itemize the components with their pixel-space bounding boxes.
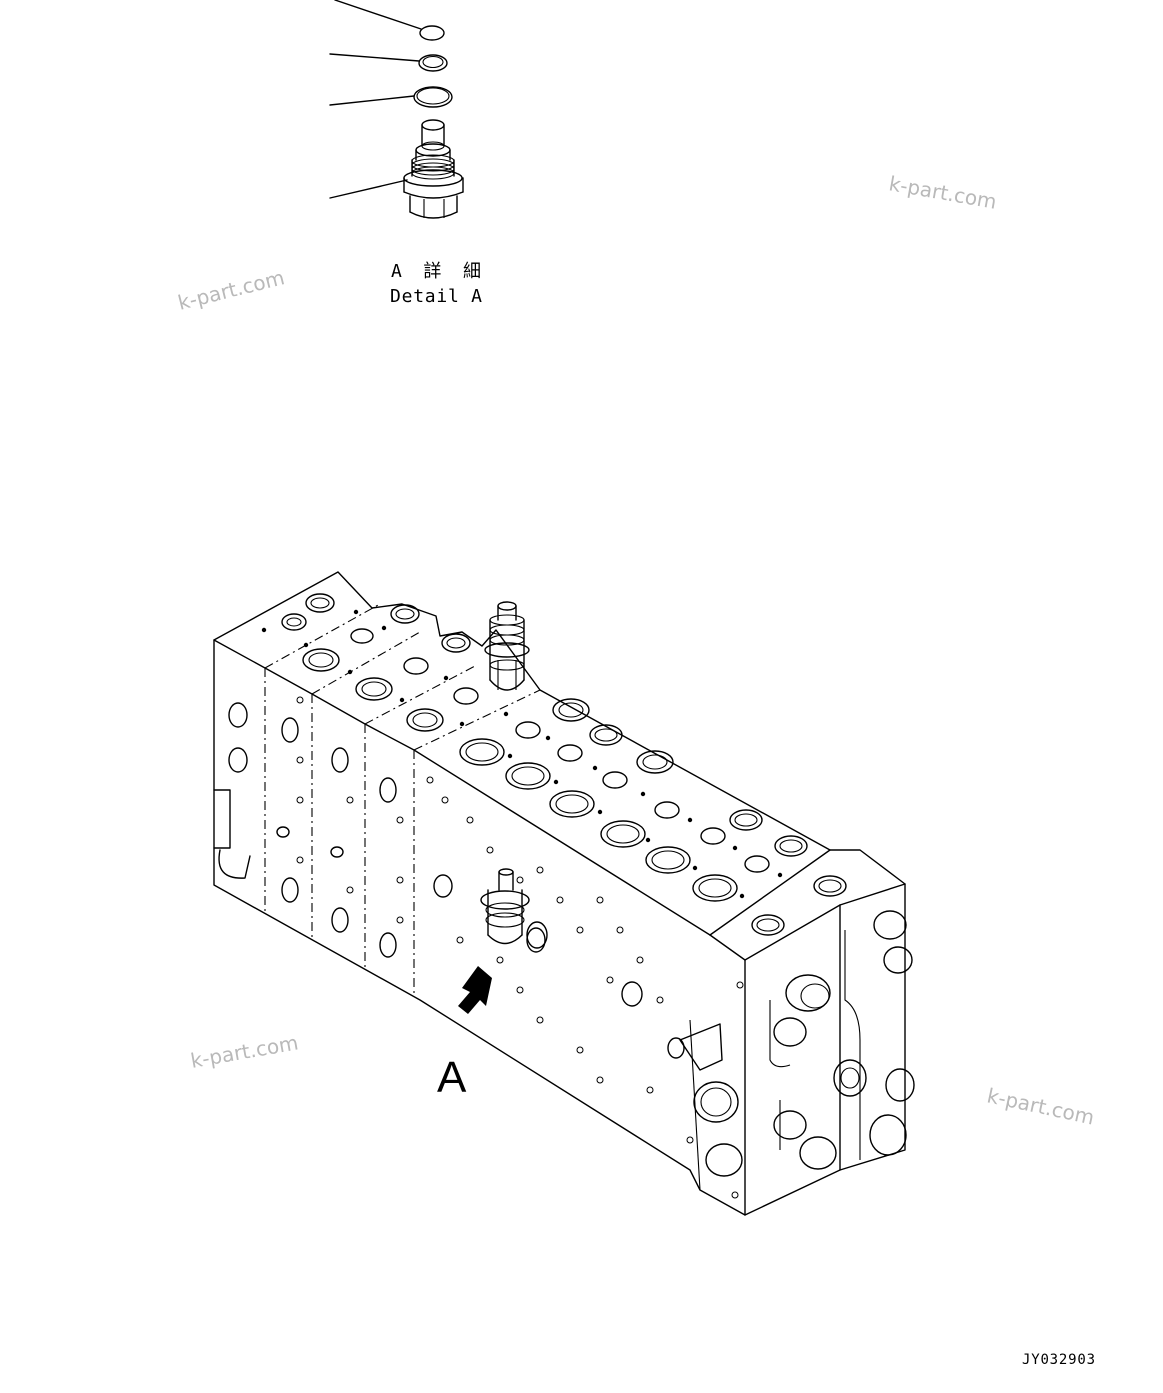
top-face-edge: [213, 639, 711, 936]
view-arrow: [458, 966, 492, 1014]
watermark: k-part.com: [985, 1083, 1097, 1129]
valve-plug: [403, 119, 464, 219]
leader-line-1: [334, 0, 422, 30]
detail-title-jp: A 詳 細: [391, 261, 481, 282]
end-plate-features: [679, 910, 915, 1177]
watermark: k-part.com: [189, 1030, 300, 1073]
side-plug-valve: [480, 868, 548, 949]
top-ports: [281, 593, 847, 936]
detail-title-en: Detail A: [390, 286, 482, 307]
backup-ring: [418, 54, 448, 72]
side-face-features: [213, 702, 685, 1059]
view-label: A: [437, 1053, 467, 1102]
side-small-holes: [296, 696, 744, 1199]
watermark: k-part.com: [175, 265, 286, 315]
leader-line-4: [329, 179, 408, 199]
leader-line-2: [329, 53, 420, 62]
detail-a-exploded-view: A 詳 細 Detail A: [329, 0, 482, 307]
section-dividers: [264, 603, 541, 995]
valve-body-outline: [213, 571, 906, 1216]
control-valve-assembly: [213, 571, 915, 1216]
drawing-number: JY032903: [1022, 1352, 1095, 1368]
o-ring-large: [413, 86, 453, 108]
watermark: k-part.com: [887, 171, 998, 214]
top-plug-valve: [484, 601, 530, 691]
o-ring-small: [419, 25, 445, 41]
top-small-holes: [261, 609, 783, 899]
leader-line-3: [329, 95, 415, 106]
